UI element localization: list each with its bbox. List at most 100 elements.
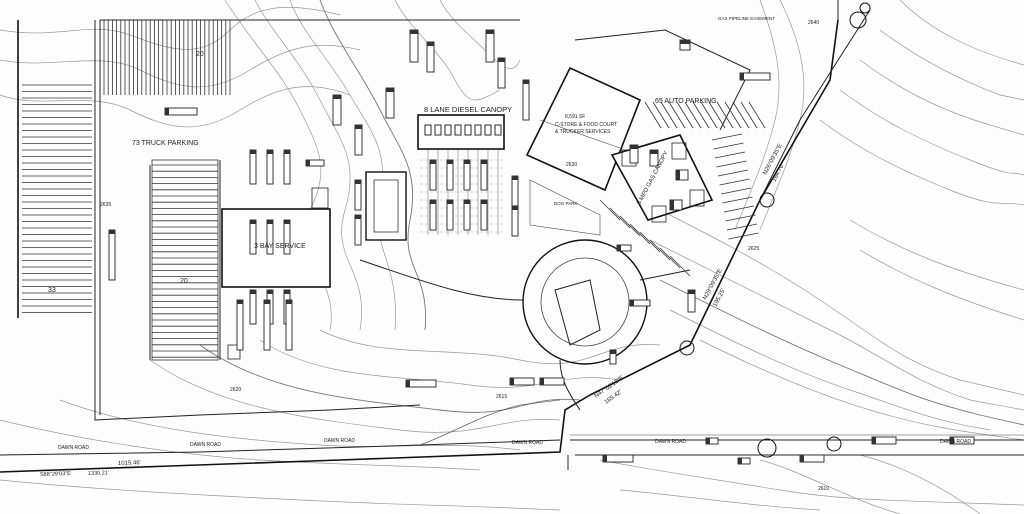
stall-line: [748, 101, 766, 129]
vehicle-cab: [680, 40, 690, 44]
vehicle-cab: [306, 160, 310, 166]
vehicle-cab: [284, 290, 290, 294]
fuel-island: [474, 124, 482, 136]
label-dog-park: DOG PARK: [554, 201, 577, 206]
stall-line: [740, 101, 758, 129]
vehicle-cab: [617, 245, 621, 251]
stall-line: [619, 215, 641, 237]
gas-canopy: [610, 134, 714, 223]
vehicle: [480, 199, 488, 231]
vehicle-cab: [267, 290, 273, 294]
vehicles: [108, 29, 975, 465]
stall-line: [713, 142, 744, 150]
vehicle: [480, 159, 488, 191]
vehicle-cab: [355, 215, 361, 219]
property-boundary: [0, 0, 871, 473]
stall-line: [644, 101, 662, 129]
auto-parking-stalls: [599, 101, 766, 277]
vehicle-cab: [603, 455, 607, 462]
label-road-1: DAWN ROAD: [58, 445, 89, 451]
stall-line: [726, 223, 758, 231]
fuel-island: [484, 124, 492, 136]
stall-line: [714, 151, 746, 159]
vehicle: [332, 94, 342, 126]
fuel-island: [434, 124, 442, 136]
vehicle: [354, 214, 362, 246]
vehicle: [409, 29, 419, 63]
vehicle: [405, 379, 437, 388]
vehicle-cab: [286, 300, 292, 304]
vehicle: [602, 454, 634, 463]
vehicle: [283, 149, 291, 185]
vehicle-cab: [250, 150, 256, 154]
vehicle: [236, 299, 244, 351]
stall-line: [722, 196, 753, 204]
vehicle-cab: [464, 160, 470, 164]
vehicle-cab: [447, 160, 453, 164]
vehicle-cab: [481, 160, 487, 164]
stall-line: [717, 169, 749, 177]
vehicle-cab: [688, 290, 695, 294]
fuel-island: [494, 124, 502, 136]
vehicle-cab: [670, 200, 674, 210]
vehicle: [429, 199, 437, 231]
vehicle: [522, 79, 530, 121]
stall-line: [669, 255, 691, 277]
vehicle-cab: [630, 145, 638, 149]
label-elev-7: 2635: [100, 202, 111, 208]
vehicle-cab: [386, 88, 394, 92]
label-truck-parking: 73 TRUCK PARKING: [132, 140, 199, 147]
fuel-island: [454, 124, 462, 136]
stall-line: [719, 178, 750, 186]
vehicle-cab: [650, 150, 658, 154]
vehicle-cab: [676, 170, 680, 180]
stall-line: [659, 247, 681, 269]
vehicle-cab: [237, 300, 243, 304]
vehicle-cab: [872, 437, 876, 444]
truck-parking-area: [99, 19, 520, 415]
stall-line: [639, 231, 661, 253]
label-road-4: DAWN ROAD: [512, 440, 543, 446]
vehicle-cab: [481, 200, 487, 204]
vehicle: [164, 107, 198, 116]
vehicle-cab: [464, 200, 470, 204]
stall-line: [629, 223, 651, 245]
label-diesel-canopy: 8 LANE DIESEL CANOPY: [424, 105, 512, 114]
label-gas-pipeline: GAS PIPELINE EASEMENT: [718, 16, 775, 21]
label-elev-3: 2620: [230, 387, 241, 393]
vehicle: [446, 199, 454, 231]
vehicle-cab: [523, 80, 529, 84]
label-bay-service: 3 BAY SERVICE: [254, 243, 306, 250]
vehicle-cab: [486, 30, 494, 34]
vehicle: [511, 205, 519, 237]
label-elev-4: 2615: [496, 394, 507, 400]
vehicle: [463, 199, 471, 231]
stall-line: [723, 205, 755, 213]
vehicle-cab: [264, 300, 270, 304]
label-elev-1: 2630: [566, 162, 577, 168]
stall-line: [700, 101, 718, 129]
label-elev-6: 2640: [808, 20, 819, 26]
label-cstore-area: 8,591 SF: [565, 114, 585, 120]
service-building: [221, 187, 331, 360]
label-road-5: DAWN ROAD: [655, 439, 686, 445]
vehicle-cab: [800, 455, 804, 462]
vehicle-cab: [284, 150, 290, 154]
label-road-2: DAWN ROAD: [190, 442, 221, 448]
stall-line: [692, 101, 710, 129]
stall-line: [708, 101, 726, 129]
label-stall-count-mid: 20: [180, 278, 188, 285]
vehicle-cab: [540, 378, 544, 385]
stall-line: [668, 101, 686, 129]
vehicle: [385, 87, 395, 119]
stall-line: [716, 101, 734, 129]
c-store-building: [525, 29, 751, 192]
vehicle: [497, 57, 506, 89]
vehicle-cab: [284, 220, 290, 224]
stall-line: [720, 187, 752, 195]
vehicle: [511, 175, 519, 207]
label-elev-5: 2610: [818, 486, 829, 492]
vehicle: [263, 299, 271, 351]
